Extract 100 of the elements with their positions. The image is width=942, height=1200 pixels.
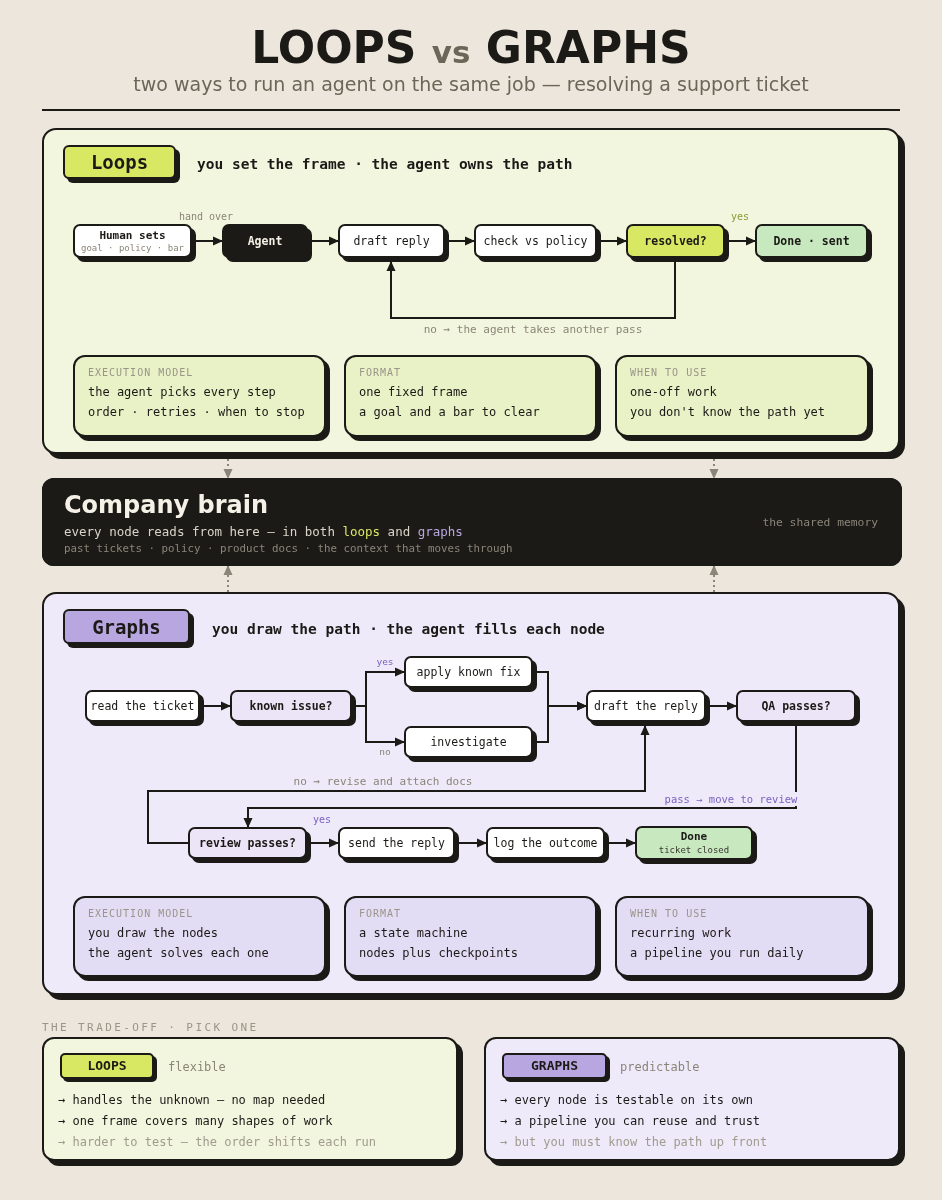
section-tag — [63, 609, 194, 648]
end-box — [635, 826, 757, 864]
info-card — [73, 896, 330, 981]
comparison-point: → but you must know the path up front — [500, 1134, 768, 1150]
info-card — [344, 355, 601, 441]
dashed-arrow — [709, 458, 719, 479]
decision-box — [626, 224, 729, 262]
card-heading: EXECUTION MODEL — [88, 907, 194, 921]
process-box — [586, 690, 710, 726]
connector-arrow — [386, 261, 676, 319]
section-title: GRAPHS — [531, 1057, 578, 1075]
step-label: Done · sent — [773, 233, 850, 249]
memory-title: Company brain — [64, 491, 269, 519]
step-label: review passes? — [199, 835, 296, 851]
decision-box — [230, 690, 356, 726]
step-label: investigate — [430, 734, 507, 750]
connector-arrow — [355, 705, 405, 747]
comparison-summary: predictable — [620, 1059, 700, 1075]
step-label: resolved? — [644, 233, 707, 249]
process-box — [404, 656, 537, 692]
section-title: Loops — [90, 150, 149, 175]
process-box — [338, 224, 449, 262]
connector-arrow — [243, 725, 797, 828]
agent-box — [222, 224, 312, 262]
end-box — [755, 224, 872, 262]
info-card — [615, 896, 873, 981]
card-text: one-off work — [630, 384, 717, 401]
card-text: order · retries · when to stop — [88, 403, 305, 421]
step-label: QA passes? — [761, 698, 831, 714]
card-text: recurring work — [630, 925, 732, 942]
edge-label: no → the agent takes another pass — [421, 323, 645, 337]
connector-arrow — [195, 236, 223, 246]
comparison-card — [484, 1037, 905, 1166]
step-label: check vs policy — [483, 233, 588, 249]
card-text: a pipeline you run daily — [630, 944, 804, 962]
card-text: one fixed frame — [359, 384, 468, 401]
step-sublabel: ticket closed — [658, 844, 730, 856]
connector-arrow — [203, 701, 231, 711]
step-sublabel: goal · policy · bar — [81, 241, 184, 254]
connector-arrow — [608, 838, 636, 848]
section-heading: THE TRADE-OFF · PICK ONE — [42, 1020, 259, 1036]
card-heading: FORMAT — [359, 366, 402, 380]
card-text: the agent solves each one — [88, 944, 269, 962]
section-tagline: you draw the path · the agent fills each node — [212, 620, 605, 638]
comparison-point: → handles the unknown — no map needed — [58, 1092, 326, 1108]
connector-arrow — [147, 725, 650, 844]
section-panel — [42, 128, 905, 459]
edge-label: hand over — [176, 209, 236, 223]
step-label: read the ticket — [90, 698, 195, 714]
card-text: you don't know the path yet — [630, 403, 826, 421]
edge-label: pass → move to review — [662, 792, 800, 806]
card-heading: EXECUTION MODEL — [88, 366, 194, 380]
comparison-point: → a pipeline you can reuse and trust — [500, 1113, 761, 1129]
decision-box — [736, 690, 860, 726]
comparison-point: → harder to test — the order shifts each run — [58, 1134, 376, 1150]
card-text: a goal and a bar to clear — [359, 403, 540, 421]
card-text: you draw the nodes — [88, 925, 219, 942]
page-title: LOOPS vs GRAPHS — [251, 22, 691, 75]
connector-arrow — [728, 236, 756, 246]
card-heading: WHEN TO USE — [630, 907, 708, 921]
step-label: draft the reply — [594, 698, 698, 714]
decision-box — [188, 827, 311, 863]
dashed-arrow — [223, 458, 233, 479]
connector-arrow — [600, 236, 627, 246]
connector-arrow — [458, 838, 487, 848]
memory-note: the shared memory — [762, 515, 878, 531]
comparison-card — [42, 1037, 463, 1166]
connector-arrow — [310, 838, 339, 848]
step-label: draft reply — [353, 233, 430, 249]
card-text: the agent picks every step — [88, 384, 276, 401]
step-label: log the outcome — [493, 835, 598, 851]
memory-sources: past tickets · policy · product docs · the context that moves through — [64, 542, 513, 556]
card-heading: WHEN TO USE — [630, 366, 708, 380]
section-tag — [63, 145, 180, 183]
card-heading: FORMAT — [359, 907, 402, 921]
page-subtitle: two ways to run an agent on the same job — resolving a support ticket — [133, 72, 809, 96]
process-box — [486, 827, 609, 863]
section-tag — [502, 1053, 610, 1082]
process-box — [404, 726, 537, 762]
info-card — [73, 355, 330, 441]
start-box — [73, 224, 196, 262]
card-text: nodes plus checkpoints — [359, 944, 518, 962]
section-title: LOOPS — [87, 1057, 127, 1075]
comparison-summary: flexible — [168, 1059, 226, 1075]
step-label: known issue? — [249, 698, 333, 714]
dashed-arrow — [709, 565, 719, 593]
connector-arrow — [709, 701, 737, 711]
info-card — [615, 355, 873, 441]
process-box — [338, 827, 459, 863]
info-card — [344, 896, 601, 981]
section-tag — [60, 1053, 157, 1082]
section-panel — [42, 592, 905, 1000]
comparison-point: → every node is testable on its own — [500, 1092, 753, 1108]
step-label: Human sets — [99, 228, 166, 242]
step-label: Agent — [247, 233, 283, 249]
connector-arrow — [536, 701, 587, 743]
step-label: Done — [680, 830, 708, 844]
card-text: a state machine — [359, 925, 468, 942]
comparison-point: → one frame covers many shapes of work — [58, 1113, 333, 1129]
step-label: apply known fix — [416, 664, 521, 680]
